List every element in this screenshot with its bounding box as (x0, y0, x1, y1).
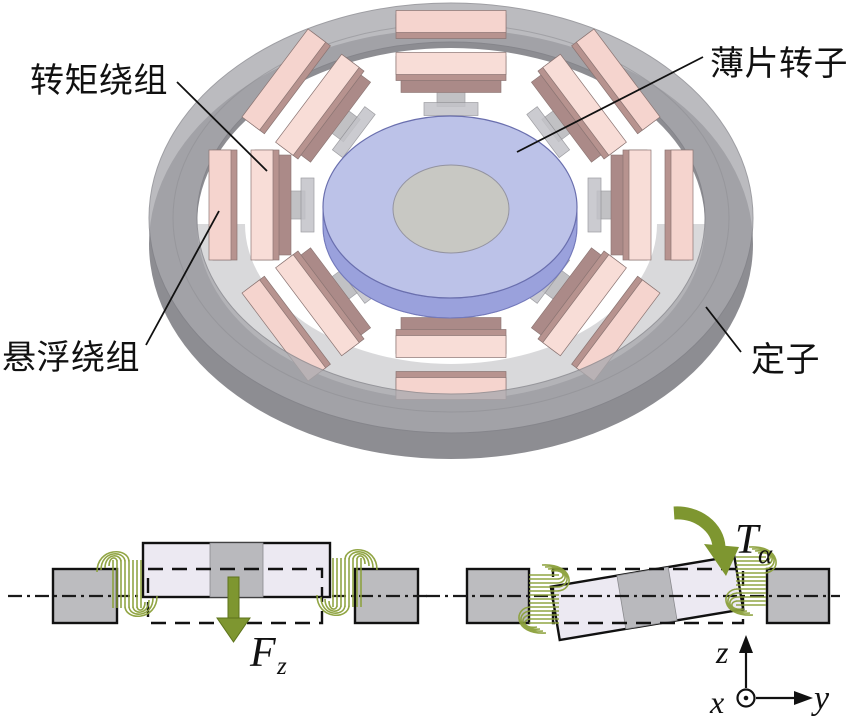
motor-3d-view: 转矩绕组 薄片转子 悬浮绕组 定子 (2, 2, 848, 459)
winding-cluster (395, 10, 507, 116)
x-axis-label: x (709, 684, 724, 716)
suspension-winding-label: 悬浮绕组 (2, 339, 140, 377)
torque-winding-leader-line (176, 81, 268, 172)
winding-cluster (208, 149, 315, 261)
z-axis-arrowhead (739, 635, 753, 653)
torque-symbol: T (735, 517, 761, 563)
stator-ring (148, 2, 754, 434)
force-subscript: z (276, 653, 287, 680)
winding-cluster (241, 28, 376, 163)
stator-label: 定子 (751, 341, 820, 379)
rotor-magnet-section (616, 566, 678, 630)
rotor-nominal-outline (551, 567, 745, 625)
coordinate-axes: z x y (709, 634, 830, 716)
flux-coil-left (518, 564, 570, 634)
torque-arrow (673, 506, 739, 576)
x-axis-dot (743, 695, 749, 701)
slice-rotor-label: 薄片转子 (710, 45, 848, 83)
torque-subscript: α (758, 539, 773, 569)
force-arrow (216, 576, 251, 643)
slice-rotor-leader-line (516, 56, 704, 153)
rotor-tilted-group (549, 554, 745, 642)
torque-diagram: T α (426, 506, 840, 642)
winding-clusters-top (208, 10, 694, 261)
z-axis-label: z (715, 634, 729, 670)
torque-winding-label: 转矩绕组 (30, 62, 168, 100)
suspension-winding-leader-line (145, 210, 220, 346)
slice-rotor-3d (322, 115, 578, 319)
flux-coil-left (96, 550, 158, 618)
winding-cluster (587, 149, 694, 261)
force-symbol: F (249, 630, 276, 676)
y-axis-label: y (811, 680, 830, 716)
rotor-hub (392, 164, 510, 254)
winding-cluster (526, 28, 661, 163)
flux-coil-right (316, 548, 378, 617)
stator-leader-line (705, 306, 742, 353)
y-axis-arrowhead (794, 691, 813, 705)
force-diagram: F z (8, 541, 430, 680)
flux-coil-right (725, 546, 777, 616)
